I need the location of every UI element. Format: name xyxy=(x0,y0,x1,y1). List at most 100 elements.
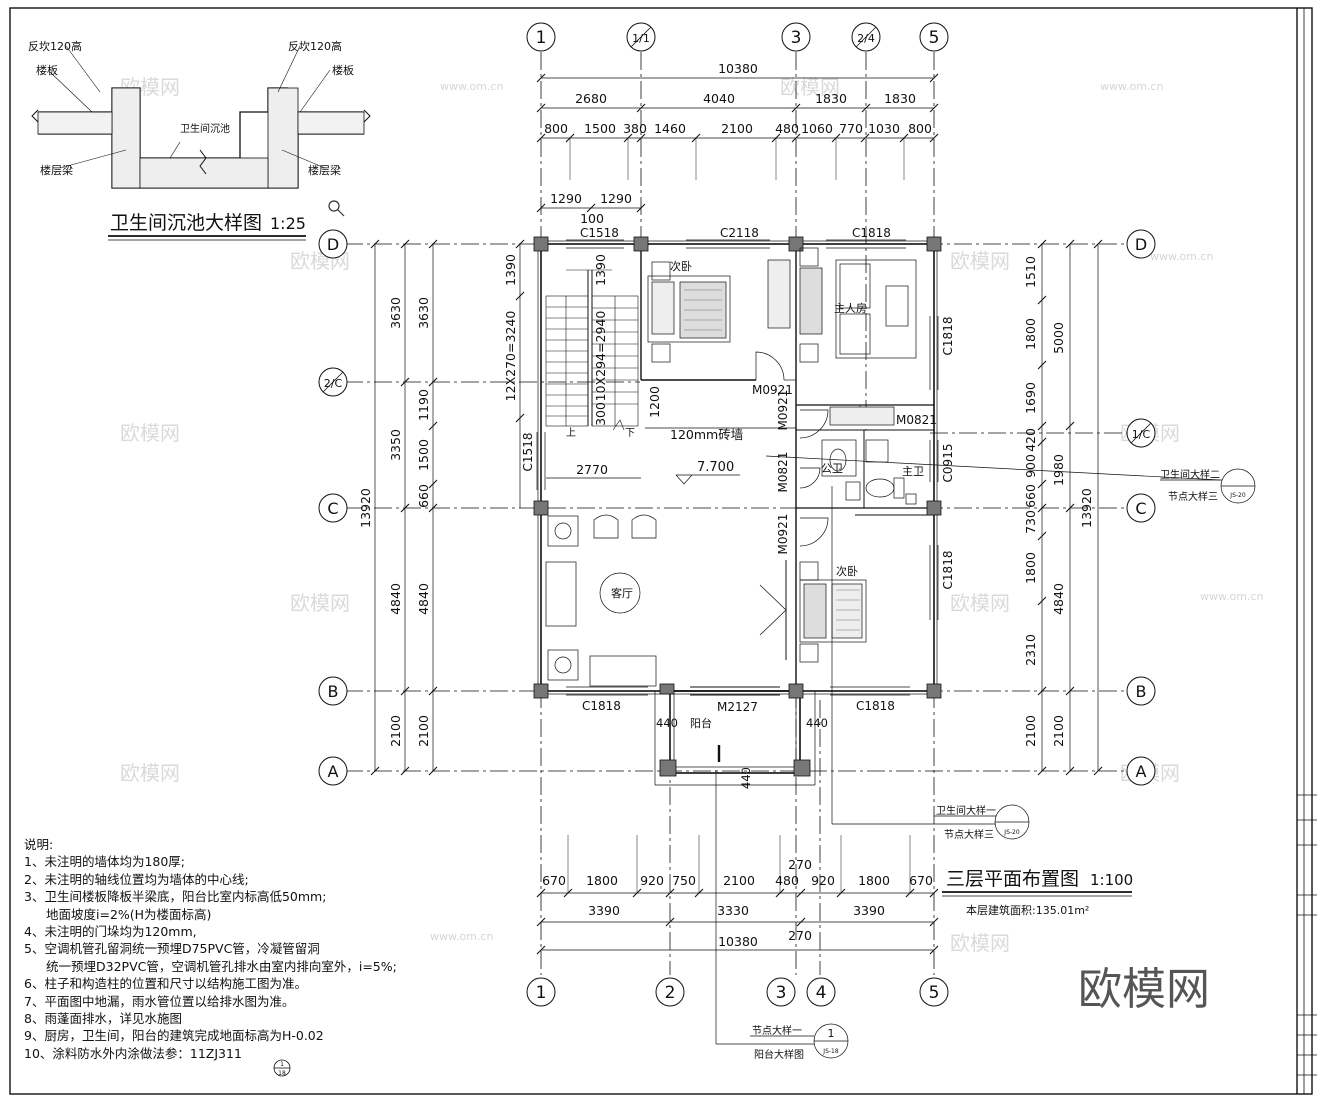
opening-labels: C1518 C2118 C1818 C1818 C0915 C1818 C181… xyxy=(521,226,955,714)
room-label: 主人房 xyxy=(834,302,867,315)
magnifier-icon[interactable] xyxy=(328,200,345,217)
svg-text:2680: 2680 xyxy=(575,91,607,106)
svg-text:M0921: M0921 xyxy=(752,383,793,397)
sink-detail: 反坎120高 楼板 反坎120高 楼板 卫生间沉池 楼层梁 楼层梁 卫生间沉池大… xyxy=(28,39,371,241)
svg-text:1190: 1190 xyxy=(416,389,431,421)
svg-text:4840: 4840 xyxy=(1051,583,1066,615)
svg-text:5: 5 xyxy=(929,983,940,1003)
grid-bubbles-top: 1 1/1 3 2/4 5 xyxy=(526,22,949,52)
svg-text:上: 上 xyxy=(566,427,576,439)
dim-text-bottom: 670 1800 920 750 2100 480 920 1800 670 2… xyxy=(542,857,933,949)
svg-text:1: 1 xyxy=(280,1061,284,1068)
svg-text:卫生间大样一: 卫生间大样一 xyxy=(936,804,996,817)
sheet-border xyxy=(9,7,1317,1095)
svg-text:800: 800 xyxy=(544,121,568,136)
svg-text:1800: 1800 xyxy=(1023,318,1038,350)
svg-text:4040: 4040 xyxy=(703,91,735,106)
svg-text:楼层梁: 楼层梁 xyxy=(40,163,73,177)
svg-text:1290: 1290 xyxy=(550,191,582,206)
room-label: 次卧 xyxy=(836,564,858,578)
svg-text:750: 750 xyxy=(672,873,696,888)
watermark-logo: 欧模网 xyxy=(1078,964,1210,1015)
svg-text:380: 380 xyxy=(623,121,647,136)
svg-text:10380: 10380 xyxy=(718,61,758,76)
svg-text:C1818: C1818 xyxy=(941,317,955,356)
svg-text:www.om.cn: www.om.cn xyxy=(1100,80,1163,93)
svg-text:270: 270 xyxy=(788,857,812,872)
svg-text:C2118: C2118 xyxy=(720,226,759,240)
coffee-table-icon xyxy=(599,572,641,614)
note-item: 统一预埋D32PVC管，空调机管孔排水由室内排向室外，i=5%; xyxy=(46,958,397,974)
svg-text:3390: 3390 xyxy=(853,903,885,918)
svg-text:A: A xyxy=(1136,762,1147,781)
svg-text:10380: 10380 xyxy=(718,934,758,949)
svg-text:JS-20: JS-20 xyxy=(1003,829,1020,836)
svg-text:4: 4 xyxy=(816,983,827,1003)
design-notes: 说明: 1、未注明的墙体均为180厚; 2、未注明的轴线位置均为墙体的中心线; … xyxy=(24,836,444,1062)
svg-text:1510: 1510 xyxy=(1023,256,1038,288)
room-label: 客厅 xyxy=(611,586,633,600)
svg-text:1390: 1390 xyxy=(503,254,518,286)
svg-text:本层建筑面积:135.01m²: 本层建筑面积:135.01m² xyxy=(966,903,1089,917)
svg-text:下: 下 xyxy=(625,428,635,439)
windows xyxy=(536,239,939,696)
svg-text:4840: 4840 xyxy=(416,583,431,615)
room-label: 阳台 xyxy=(690,716,712,730)
room-labels: 次卧 主人房 客厅 次卧 公卫 主卫 阳台 xyxy=(611,259,924,730)
sofa-icon xyxy=(545,561,577,627)
svg-text:D: D xyxy=(1135,235,1147,254)
svg-text:JS-20: JS-20 xyxy=(1229,492,1246,499)
svg-text:7.700: 7.700 xyxy=(697,460,734,475)
svg-text:楼板: 楼板 xyxy=(332,63,354,77)
svg-text:3: 3 xyxy=(791,28,802,48)
svg-text:阳台大样图: 阳台大样图 xyxy=(754,1048,804,1061)
svg-text:3330: 3330 xyxy=(717,903,749,918)
svg-text:M2127: M2127 xyxy=(717,700,758,714)
note-item: 8、雨蓬面排水，详见水施图 xyxy=(24,1011,182,1027)
svg-text:欧模网: 欧模网 xyxy=(780,75,840,99)
note-item: 地面坡度i=2%(H为楼面标高) xyxy=(46,906,212,922)
svg-text:1/1: 1/1 xyxy=(632,32,650,45)
callouts xyxy=(715,455,1256,1059)
grid-bubbles-left: D 2/C C B A xyxy=(318,229,348,786)
svg-text:1500: 1500 xyxy=(416,439,431,471)
svg-text:1:100: 1:100 xyxy=(1090,871,1133,889)
svg-text:770: 770 xyxy=(839,121,863,136)
svg-text:3390: 3390 xyxy=(588,903,620,918)
svg-text:1500: 1500 xyxy=(584,121,616,136)
svg-text:卫生间大样二: 卫生间大样二 xyxy=(1160,468,1220,481)
svg-text:670: 670 xyxy=(909,873,933,888)
notes-heading: 说明: xyxy=(24,837,54,852)
svg-text:3630: 3630 xyxy=(416,297,431,329)
svg-text:M0821: M0821 xyxy=(896,413,937,427)
bed-icon xyxy=(647,275,731,343)
grid-bubbles-right: D 1/C C B A xyxy=(1126,229,1156,786)
svg-text:B: B xyxy=(328,682,339,701)
svg-text:D: D xyxy=(327,235,339,254)
svg-text:480: 480 xyxy=(775,873,799,888)
note-item: 3、卫生间楼板降板半梁底，阳台比室内标高低50mm; xyxy=(24,889,327,905)
svg-text:欧模网: 欧模网 xyxy=(120,421,180,445)
svg-text:2100: 2100 xyxy=(416,715,431,747)
sofa-icon xyxy=(589,655,657,687)
svg-text:2: 2 xyxy=(665,983,676,1003)
plan-title-block: 三层平面布置图 1:100 本层建筑面积:135.01m² xyxy=(942,868,1133,917)
svg-text:www.om.cn: www.om.cn xyxy=(1200,590,1263,603)
svg-text:1290: 1290 xyxy=(600,191,632,206)
svg-text:730: 730 xyxy=(1023,510,1038,534)
columns xyxy=(533,236,942,777)
svg-text:www.om.cn: www.om.cn xyxy=(1150,250,1213,263)
svg-text:欧模网: 欧模网 xyxy=(950,249,1010,273)
svg-text:3630: 3630 xyxy=(388,297,403,329)
svg-text:5000: 5000 xyxy=(1051,322,1066,354)
svg-text:欧模网: 欧模网 xyxy=(950,931,1010,955)
grid-bubbles-bottom: 1 2 3 4 5 xyxy=(526,977,949,1007)
doors xyxy=(690,351,861,696)
svg-text:1830: 1830 xyxy=(815,91,847,106)
svg-text:13920: 13920 xyxy=(358,488,373,528)
svg-text:3: 3 xyxy=(776,983,787,1003)
svg-text:欧模网: 欧模网 xyxy=(120,761,180,785)
note10-symbol: 1 18 xyxy=(273,1059,291,1077)
svg-text:C1818: C1818 xyxy=(941,551,955,590)
